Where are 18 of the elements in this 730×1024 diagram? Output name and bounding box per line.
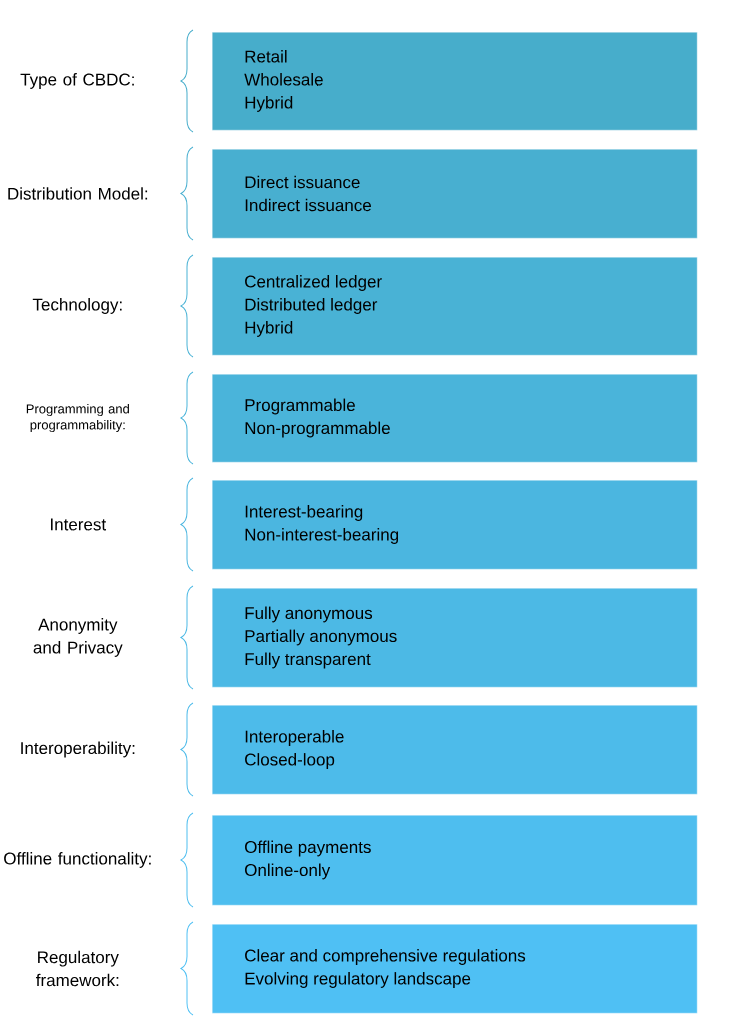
option-box: Fully anonymous Partially anonymous Fully transparent [212, 588, 698, 688]
category-label: Interoperability: [21, 741, 135, 758]
option-box: Programmable Non-programmable [212, 374, 698, 463]
category-label: Distribution Model: [8, 187, 148, 200]
category-label: Offline functionality: [4, 852, 151, 868]
option-box: Retail Wholesale Hybrid [212, 32, 698, 131]
option-box: Direct issuance Indirect issuance [212, 149, 698, 239]
category-label: Type of CBDC: [20, 73, 134, 89]
option-box: Offline payments Online-only [212, 815, 698, 906]
category-label: Regulatory framework: [36, 950, 119, 987]
category-label: Interest [51, 518, 106, 531]
option-box: Centralized ledger Distributed ledger Hybrid [212, 257, 698, 356]
option-box: Interest-bearing Non-interest-bearing [212, 480, 698, 570]
category-label: Anonymity and Privacy [33, 618, 123, 657]
option-box: Interoperable Closed-loop [212, 705, 698, 795]
category-label: Programming and programmability: [26, 403, 129, 433]
option-box: Clear and comprehensive regulations Evolving regulatory landscape [212, 924, 698, 1014]
category-label: Technology: [32, 298, 122, 314]
